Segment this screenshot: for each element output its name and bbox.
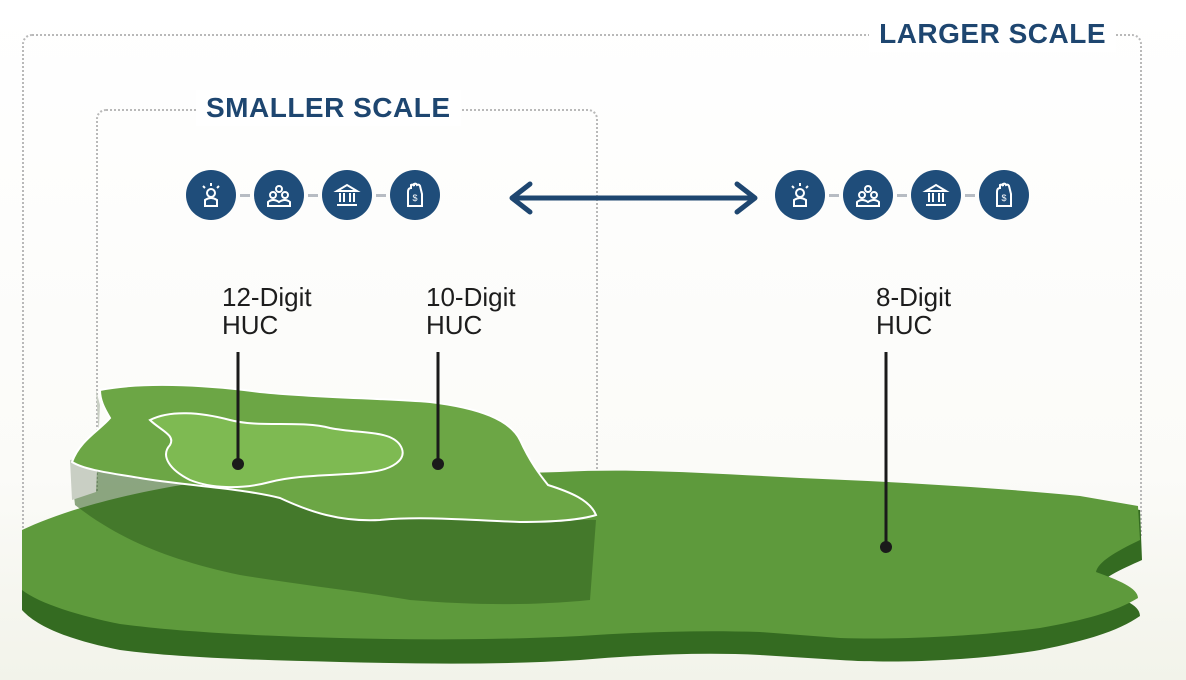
- huc-8digit-line1: 8-Digit: [876, 282, 952, 312]
- community-group-icon: [254, 170, 304, 220]
- land-12digit-outline: [148, 412, 404, 489]
- huc-label-10digit: 10-Digit HUC: [426, 283, 516, 339]
- huc-10digit-line1: 10-Digit: [426, 282, 516, 312]
- smaller-scale-title: SMALLER SCALE: [196, 90, 461, 126]
- pin-8digit: [880, 541, 892, 553]
- person-alert-icon: [775, 170, 825, 220]
- raised-block-side: [70, 460, 596, 605]
- government-building-icon: [322, 170, 372, 220]
- icons-larger-scale: $: [775, 170, 1029, 220]
- huc-label-12digit: 12-Digit HUC: [222, 283, 312, 339]
- huc-label-8digit: 8-Digit HUC: [876, 283, 951, 339]
- larger-scale-frame: [22, 34, 1142, 536]
- government-building-icon: [911, 170, 961, 220]
- hand-money-icon: $: [979, 170, 1029, 220]
- hand-money-icon: $: [390, 170, 440, 220]
- pin-10digit: [432, 458, 444, 470]
- icons-smaller-scale: $: [186, 170, 440, 220]
- svg-text:$: $: [1001, 193, 1006, 203]
- huc-8digit-line2: HUC: [876, 310, 933, 340]
- huc-12digit-line1: 12-Digit: [222, 282, 312, 312]
- community-group-icon: [843, 170, 893, 220]
- larger-scale-title: LARGER SCALE: [869, 16, 1116, 52]
- huc-12digit-line2: HUC: [222, 310, 279, 340]
- raised-block-back: [70, 390, 100, 500]
- huc-10digit-line2: HUC: [426, 310, 483, 340]
- double-headed-arrow-icon: [509, 181, 758, 215]
- person-alert-icon: [186, 170, 236, 220]
- svg-text:$: $: [412, 193, 417, 203]
- pin-12digit: [232, 458, 244, 470]
